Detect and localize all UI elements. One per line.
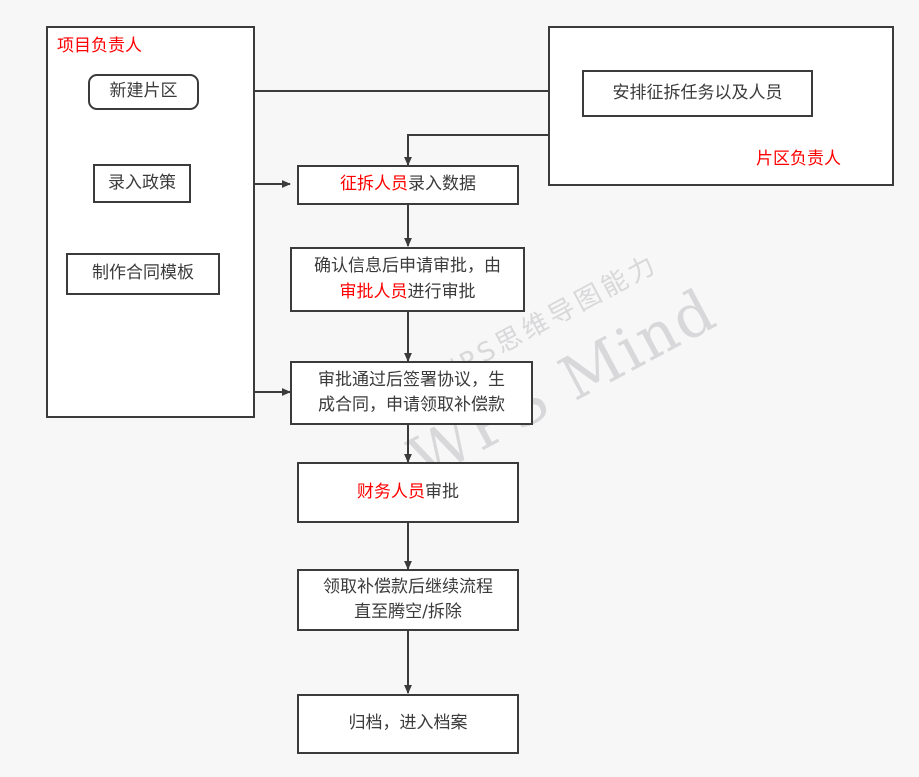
node-assign-task-label: 安排征拆任务以及人员 xyxy=(612,82,783,103)
node-finance-approval-label: 财务人员审批 xyxy=(357,480,459,506)
node-enter-data-rest: 录入数据 xyxy=(408,174,476,195)
node-confirm-approval-role: 审批人员 xyxy=(339,281,408,302)
node-enter-data[interactable]: 征拆人员录入数据 xyxy=(297,165,519,205)
node-sign-agreement-line2: 成合同，申请领取补偿款 xyxy=(318,395,505,415)
node-continue-process-line2: 直至腾空/拆除 xyxy=(354,602,462,622)
node-assign-task[interactable]: 安排征拆任务以及人员 xyxy=(582,70,813,117)
node-confirm-approval-line1: 确认信息后申请审批，由 xyxy=(314,256,501,276)
node-input-policy[interactable]: 录入政策 xyxy=(93,164,191,203)
node-finance-approval[interactable]: 财务人员审批 xyxy=(297,462,519,523)
node-new-area-label: 新建片区 xyxy=(109,81,178,102)
node-make-contract-template-label: 制作合同模板 xyxy=(92,263,194,284)
node-sign-agreement-line1: 审批通过后签署协议，生 xyxy=(318,369,505,390)
node-archive-label: 归档，进入档案 xyxy=(348,713,468,734)
node-make-contract-template[interactable]: 制作合同模板 xyxy=(66,253,220,295)
node-continue-process[interactable]: 领取补偿款后继续流程 直至腾空/拆除 xyxy=(297,569,519,631)
node-input-policy-label: 录入政策 xyxy=(108,172,176,193)
lane-label-project-owner: 项目负责人 xyxy=(57,36,142,56)
node-archive[interactable]: 归档，进入档案 xyxy=(297,694,519,754)
lane-label-area-owner: 片区负责人 xyxy=(756,149,841,169)
node-confirm-approval-line2-rest: 进行审批 xyxy=(407,281,476,302)
node-enter-data-label: 征拆人员录入数据 xyxy=(340,172,476,198)
node-new-area[interactable]: 新建片区 xyxy=(88,74,199,110)
node-finance-approval-role: 财务人员 xyxy=(357,481,425,502)
node-confirm-approval-line2: 审批人员进行审批 xyxy=(340,280,476,306)
node-confirm-approval[interactable]: 确认信息后申请审批，由 审批人员进行审批 xyxy=(290,247,525,312)
node-sign-agreement[interactable]: 审批通过后签署协议，生 成合同，申请领取补偿款 xyxy=(290,361,533,425)
node-finance-approval-rest: 审批 xyxy=(425,481,459,502)
node-continue-process-line1: 领取补偿款后继续流程 xyxy=(323,576,493,597)
node-enter-data-role: 征拆人员 xyxy=(340,174,408,195)
